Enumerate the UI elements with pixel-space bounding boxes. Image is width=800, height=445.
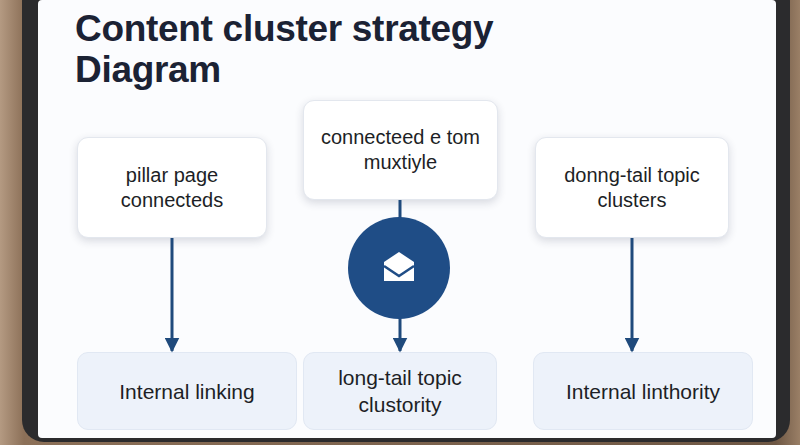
box-label: pillar page connecteds [90, 163, 254, 213]
envelope-flap [384, 266, 414, 276]
box-label: donng-tail topic clusters [548, 163, 716, 213]
box-label: Internal linking [119, 378, 254, 405]
box-label: connecteed e tom muxtiyle [316, 125, 485, 175]
outcome-box: long-tail topic clustority [303, 352, 497, 430]
outcome-box: Internal linking [77, 352, 297, 430]
topic-box: donng-tail topic clusters [535, 137, 729, 238]
diagram-title: Content cluster strategy Diagram [75, 8, 615, 90]
flow-arrow [631, 238, 634, 351]
envelope-body [384, 252, 414, 281]
topic-box: pillar page connecteds [77, 137, 267, 238]
topic-box: connecteed e tom muxtiyle [303, 100, 498, 200]
flow-arrow [399, 200, 402, 351]
box-label: long-tail topic clustority [316, 364, 484, 418]
box-label: Internal linthority [566, 378, 720, 405]
hub-circle [348, 217, 450, 319]
outcome-box: Internal linthority [533, 352, 753, 430]
envelope-icon [384, 252, 414, 281]
flow-arrow [171, 238, 174, 351]
